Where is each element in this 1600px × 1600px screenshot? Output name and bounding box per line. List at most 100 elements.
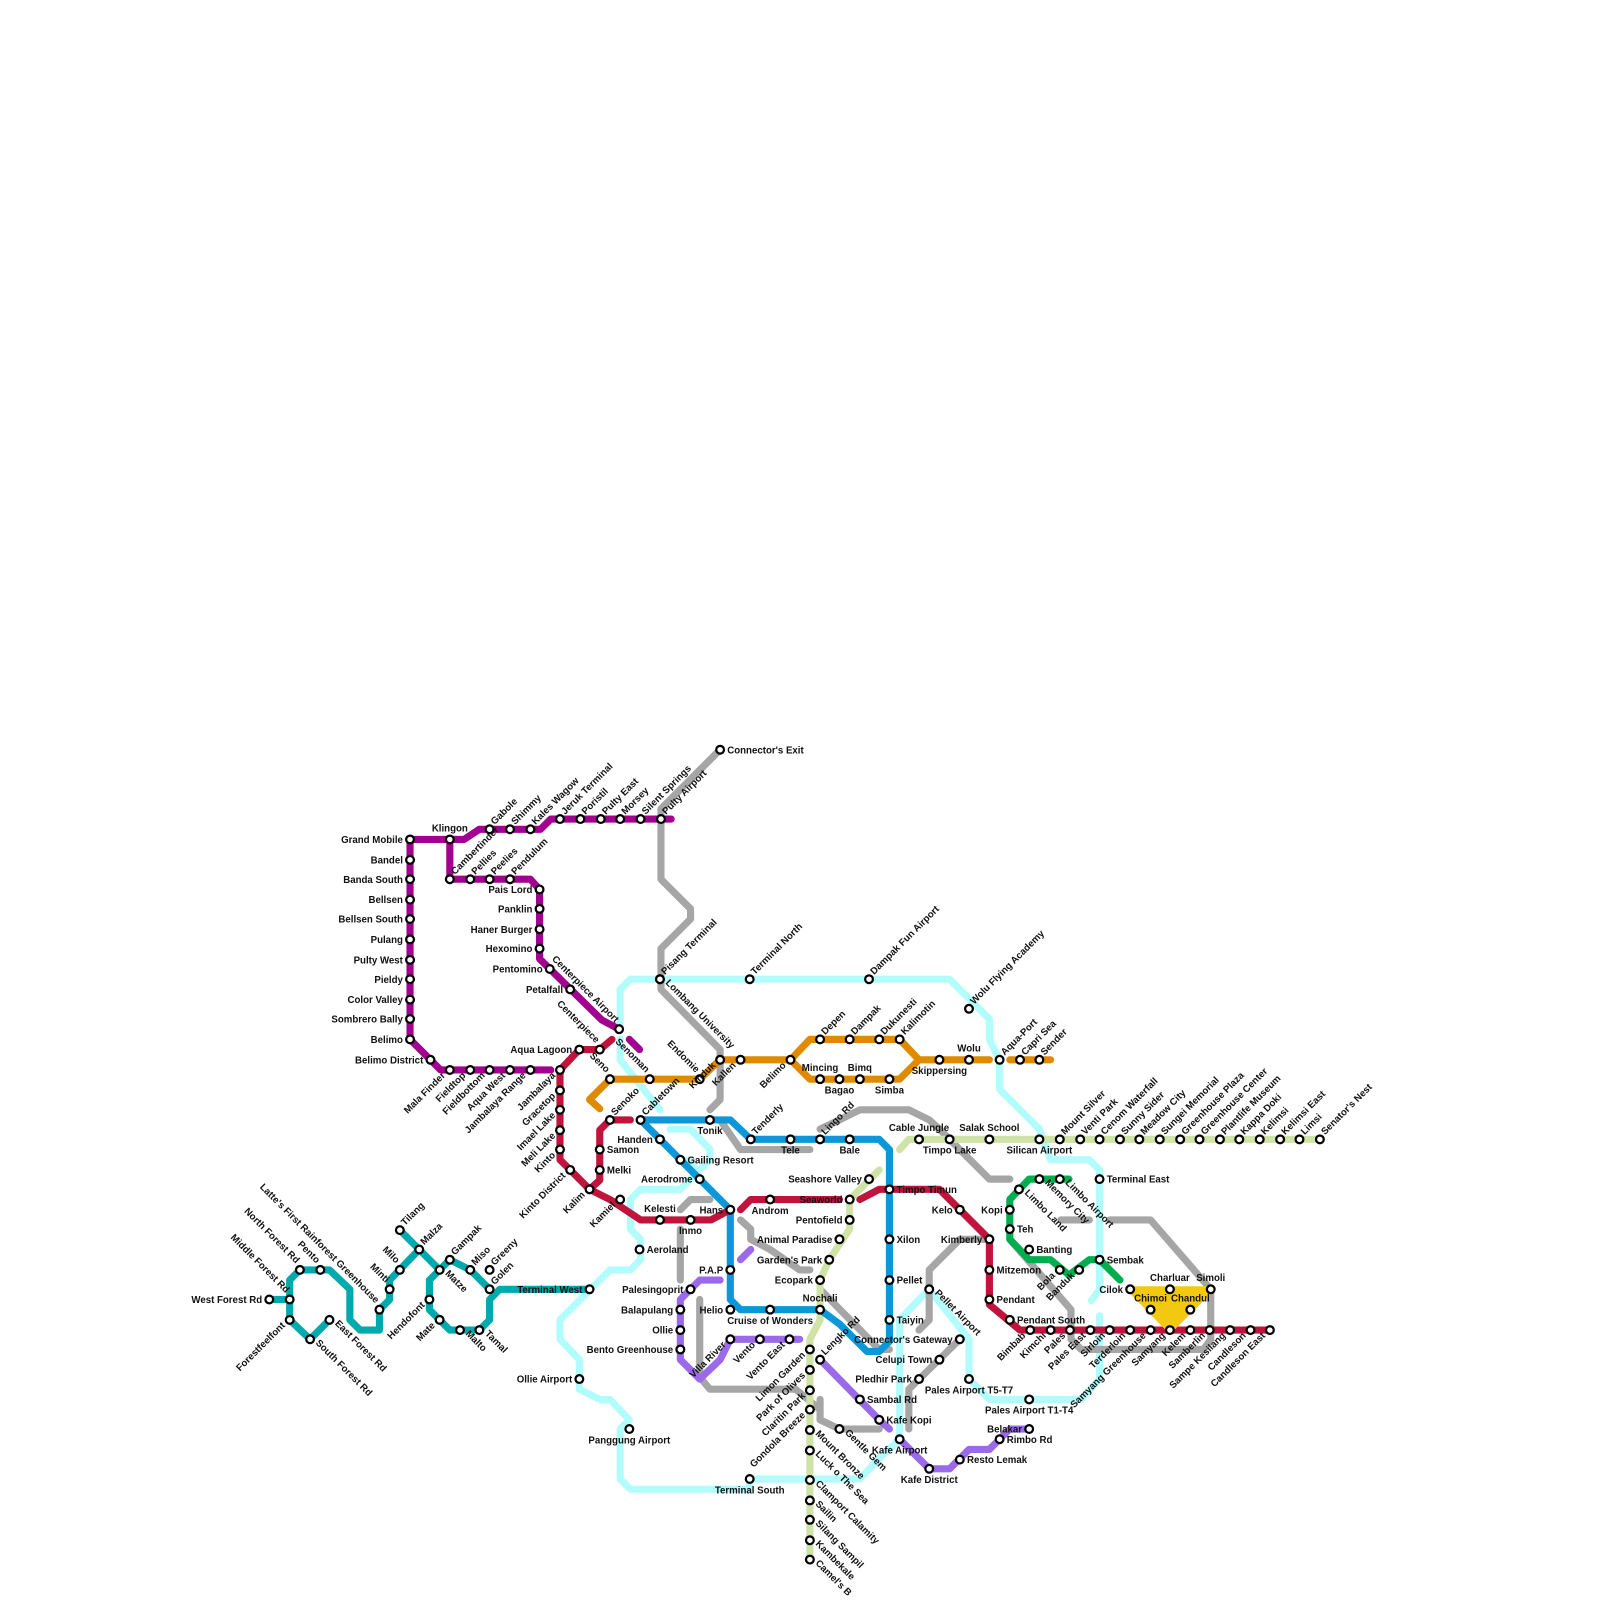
station-marker-icon[interactable] <box>455 1325 466 1336</box>
station-marker-icon[interactable] <box>1015 1054 1025 1065</box>
station-marker-icon[interactable] <box>1154 1134 1165 1145</box>
station-malza[interactable]: Malza <box>414 1221 446 1255</box>
station-salak-school[interactable]: Salak School <box>959 1123 1020 1145</box>
station-marker-icon[interactable] <box>554 1064 565 1075</box>
station-marker-icon[interactable] <box>1175 1134 1186 1145</box>
station-marker-icon[interactable] <box>615 814 626 825</box>
station-xilon[interactable]: Xilon <box>884 1234 921 1246</box>
station-cable-jungle[interactable]: Cable Jungle <box>889 1123 950 1145</box>
station-marker-icon[interactable] <box>854 1394 865 1405</box>
station-marker-icon[interactable] <box>804 1535 815 1546</box>
station-hexomino[interactable]: Hexomino <box>486 943 545 955</box>
station-belimo-district[interactable]: Belimo District <box>355 1054 436 1066</box>
station-marker-icon[interactable] <box>405 874 416 885</box>
station-aerodrome[interactable]: Aerodrome <box>641 1174 705 1186</box>
station-bellsen-south[interactable]: Bellsen South <box>338 914 416 926</box>
station-resto-lemak[interactable]: Resto Lemak <box>954 1454 1028 1466</box>
station-marker-icon[interactable] <box>844 1134 855 1145</box>
station-marker-icon[interactable] <box>1245 1325 1256 1336</box>
station-timpo-timun[interactable]: Timpo Timun <box>884 1184 957 1196</box>
station-haner-burger[interactable]: Haner Burger <box>471 924 545 936</box>
station-sambal-rd[interactable]: Sambal Rd <box>854 1394 917 1406</box>
station-marker-icon[interactable] <box>694 1074 705 1085</box>
station-pledhir-park[interactable]: Pledhir Park <box>855 1374 925 1386</box>
station-marker-icon[interactable] <box>534 943 545 954</box>
station-marker-icon[interactable] <box>1145 1325 1156 1336</box>
station-marker-icon[interactable] <box>594 1144 605 1155</box>
station-marker-icon[interactable] <box>614 1024 625 1035</box>
station-klingon[interactable]: Klingon <box>432 823 468 845</box>
station-marker-icon[interactable] <box>815 1304 826 1315</box>
station-marker-icon[interactable] <box>675 1154 686 1165</box>
station-marker-icon[interactable] <box>584 1284 595 1295</box>
station-marker-icon[interactable] <box>584 1184 595 1195</box>
station-marker-icon[interactable] <box>964 1003 974 1014</box>
station-marker-icon[interactable] <box>804 1364 815 1375</box>
station-marker-icon[interactable] <box>715 744 726 755</box>
station-marker-icon[interactable] <box>1254 1134 1265 1145</box>
station-marker-icon[interactable] <box>675 1304 686 1315</box>
station-marker-icon[interactable] <box>284 1314 295 1325</box>
station-marker-icon[interactable] <box>1064 1325 1075 1336</box>
station-gailing-resort[interactable]: Gailing Resort <box>675 1154 754 1166</box>
station-nochali[interactable]: Nochali <box>803 1294 838 1315</box>
station-banting[interactable]: Banting <box>1024 1244 1072 1256</box>
station-kafe-airport[interactable]: Kafe Airport <box>872 1434 928 1457</box>
station-pieldy[interactable]: Pieldy <box>374 974 416 986</box>
station-marker-icon[interactable] <box>384 1284 395 1295</box>
station-marker-icon[interactable] <box>894 1034 905 1045</box>
station-villa-river[interactable]: Villa River <box>688 1334 736 1380</box>
station-mitzemon[interactable]: Mitzemon <box>984 1264 1042 1276</box>
station-marker-icon[interactable] <box>804 1475 815 1486</box>
station-marker-icon[interactable] <box>405 1013 416 1024</box>
station-marker-icon[interactable] <box>1125 1325 1136 1336</box>
station-ollie-airport[interactable]: Ollie Airport <box>517 1374 585 1386</box>
station-pellet[interactable]: Pellet <box>884 1275 924 1287</box>
station-marker-icon[interactable] <box>484 874 495 885</box>
station-marker-icon[interactable] <box>444 1064 455 1075</box>
station-marker-icon[interactable] <box>785 1054 796 1065</box>
station-marker-icon[interactable] <box>944 1134 955 1145</box>
station-marker-icon[interactable] <box>1075 1134 1086 1145</box>
station-petalfall[interactable]: Petalfall <box>526 984 576 996</box>
station-marker-icon[interactable] <box>984 1264 995 1275</box>
station-tilang[interactable]: Tilang <box>394 1200 427 1236</box>
station-forestfeelfont[interactable]: Forestfeelfont <box>234 1314 295 1374</box>
station-marker-icon[interactable] <box>324 1314 335 1325</box>
station-pais-lord[interactable]: Pais Lord <box>488 884 545 896</box>
station-marker-icon[interactable] <box>264 1294 275 1305</box>
station-marker-icon[interactable] <box>574 1044 585 1055</box>
station-marker-icon[interactable] <box>685 1214 696 1225</box>
station-seno[interactable]: Seno <box>587 1051 615 1085</box>
station-marker-icon[interactable] <box>884 1184 895 1195</box>
station-marker-icon[interactable] <box>1134 1134 1145 1145</box>
station-marker-icon[interactable] <box>405 834 416 845</box>
station-skippersing[interactable]: Skippersing <box>912 1054 967 1077</box>
station-marker-icon[interactable] <box>884 1275 895 1286</box>
station-color-valley[interactable]: Color Valley <box>348 994 416 1006</box>
station-marker-icon[interactable] <box>505 1064 515 1075</box>
station-marker-icon[interactable] <box>864 974 875 985</box>
station-marker-icon[interactable] <box>735 1054 746 1065</box>
station-marker-icon[interactable] <box>1074 1264 1085 1275</box>
station-marker-icon[interactable] <box>1234 1134 1245 1145</box>
station-marker-icon[interactable] <box>784 1334 795 1345</box>
station-marker-icon[interactable] <box>1125 1284 1136 1295</box>
station-marker-icon[interactable] <box>1024 1244 1035 1255</box>
station-aqua-lagoon[interactable]: Aqua Lagoon <box>510 1044 585 1056</box>
station-marker-icon[interactable] <box>505 874 515 885</box>
station-marker-icon[interactable] <box>1145 1304 1156 1315</box>
station-terminal-east[interactable]: Terminal East <box>1094 1174 1171 1186</box>
station-marker-icon[interactable] <box>405 1034 416 1045</box>
station-pellet-airport[interactable]: Pellet Airport <box>924 1284 983 1339</box>
station-handen[interactable]: Handen <box>617 1134 665 1146</box>
station-marker-icon[interactable] <box>1013 1184 1024 1195</box>
station-mincing[interactable]: Mincing <box>802 1063 839 1085</box>
station-marker-icon[interactable] <box>1214 1134 1225 1145</box>
station-marker-icon[interactable] <box>864 1174 875 1185</box>
station-marker-icon[interactable] <box>414 1244 425 1255</box>
station-marker-icon[interactable] <box>765 1304 776 1315</box>
station-marker-icon[interactable] <box>534 924 545 935</box>
station-marker-icon[interactable] <box>484 1064 495 1075</box>
station-pentomino[interactable]: Pentomino <box>493 964 555 976</box>
